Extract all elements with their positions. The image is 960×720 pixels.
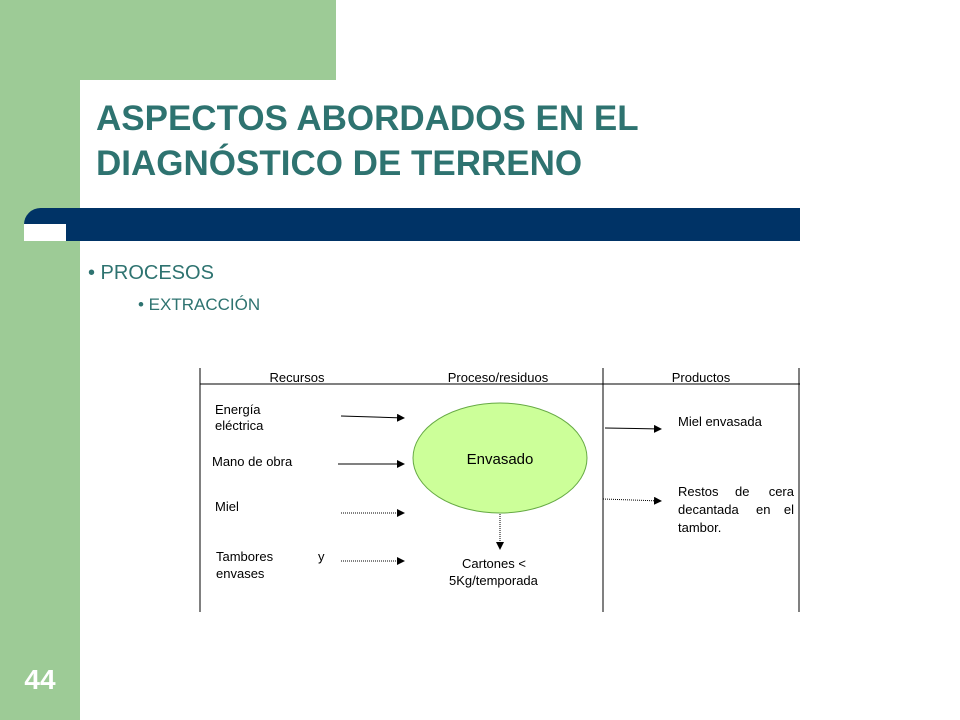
process-ellipse [412,402,588,514]
output-restos-word-3: cera [769,484,795,499]
input-mano-de-obra: Mano de obra [212,454,293,469]
left-decor-band [0,0,80,720]
input-miel: Miel [215,499,239,514]
output-restos-word-1: Restos [678,484,719,499]
output-miel-envasada: Miel envasada [678,414,763,429]
header-recursos: Recursos [270,370,325,385]
slide-title: ASPECTOS ABORDADOS EN EL DIAGNÓSTICO DE … [96,96,856,186]
header-productos: Productos [672,370,731,385]
arrow-restos-cera [602,496,662,505]
output-restos-word-2: de [735,484,749,499]
slide-number: 44 [24,664,56,695]
input-tambores-y: y [318,549,325,564]
output-restos-line-3: tambor. [678,520,721,535]
title-underline-bar [24,208,800,241]
input-energia-line-1: Energía [215,402,261,417]
residue-line-1: Cartones < [462,556,526,571]
input-tambores-line-2: envases [216,566,265,581]
bullet-extraccion: • EXTRACCIÓN [138,295,261,314]
output-restos-line2-word-2: en [756,502,770,517]
input-tambores-line-1: Tambores [216,549,274,564]
output-restos-line2-word-3: el [784,502,794,517]
output-restos-line2-word-1: decantada [678,502,739,517]
arrow-energia [340,413,405,422]
input-energia-line-2: eléctrica [215,418,264,433]
title-line-1: ASPECTOS ABORDADOS EN EL [96,99,639,138]
process-name: Envasado [467,451,534,468]
bar-notch [24,224,66,241]
arrow-miel-envasada [604,424,662,433]
bullet-procesos: • PROCESOS [88,262,214,284]
top-decor-band [80,0,336,80]
header-proceso-residuos: Proceso/residuos [448,370,549,385]
title-line-2: DIAGNÓSTICO DE TERRENO [96,144,583,183]
residue-line-2: 5Kg/temporada [449,573,539,588]
